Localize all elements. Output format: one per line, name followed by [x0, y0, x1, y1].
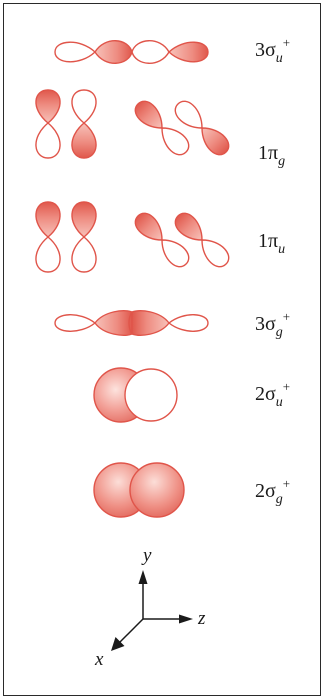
- orbital-3su-shape: [55, 41, 208, 64]
- orbital-2su-shape: [94, 368, 177, 422]
- label-2su: 2σu+: [255, 384, 290, 404]
- orbital-1pu-shape: [36, 202, 233, 272]
- z-axis-label: z: [198, 609, 205, 628]
- label-3su: 3σu+: [255, 40, 290, 60]
- orbital-2sg-shape: [94, 463, 184, 517]
- label-3sg: 3σg+: [255, 314, 290, 334]
- label-1pu: 1πu: [258, 231, 285, 251]
- x-axis-label: x: [95, 650, 103, 669]
- label-1pg: 1πg: [258, 143, 285, 163]
- y-axis-label: y: [143, 546, 151, 565]
- orbital-1pg-shape: [36, 90, 233, 159]
- orbital-3sg-shape: [55, 311, 208, 335]
- x-axis-line: [118, 619, 143, 644]
- y-axis-arrow: [139, 570, 148, 584]
- label-2sg: 2σg+: [255, 481, 290, 501]
- coordinate-axes: [111, 570, 193, 651]
- z-axis-arrow: [179, 615, 193, 624]
